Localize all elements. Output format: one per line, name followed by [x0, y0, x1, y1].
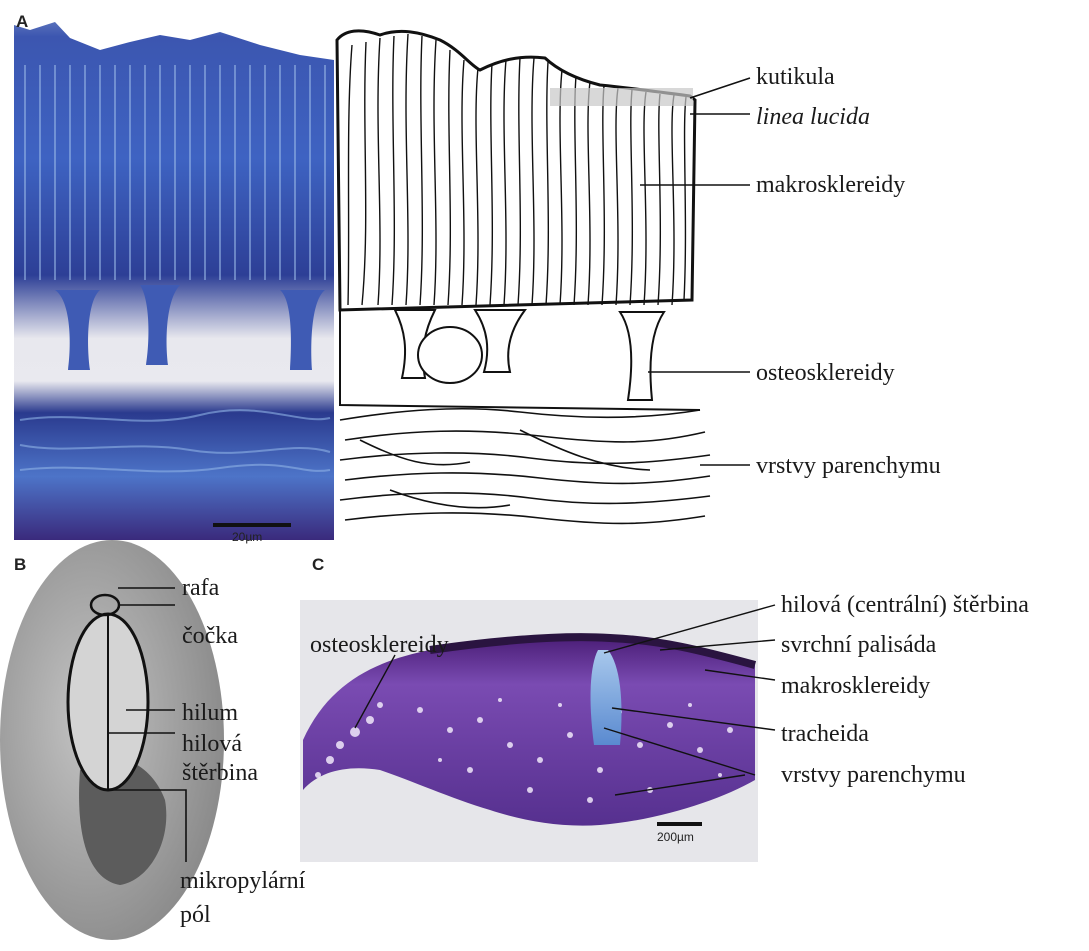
label-hilova-line1: hilová: [182, 731, 242, 757]
label-hilum: hilum: [182, 700, 238, 726]
label-rafa: rafa: [182, 575, 219, 601]
panel-c-letter: C: [312, 555, 324, 575]
label-makrosklereidy-a: makrosklereidy: [756, 172, 905, 198]
label-kutikula: kutikula: [756, 64, 835, 90]
label-osteosklereidy-c: osteosklereidy: [310, 632, 449, 658]
label-mikropylarni-line2: pól: [180, 902, 211, 928]
label-svrchni-palisada: svrchní palisáda: [781, 632, 936, 658]
panel-b-letter: B: [14, 555, 26, 575]
panel-a-micrograph: [14, 10, 334, 540]
label-osteosklereidy-a: osteosklereidy: [756, 360, 895, 386]
panel-a-scale-label: 20µm: [232, 530, 262, 544]
panel-c-scale-label: 200µm: [657, 830, 694, 844]
label-vrstvy-parenchymu-a: vrstvy parenchymu: [756, 453, 941, 479]
label-vrstvy-parenchymu-c: vrstvy parenchymu: [781, 762, 966, 788]
label-tracheida: tracheida: [781, 721, 869, 747]
label-makrosklereidy-c: makrosklereidy: [781, 673, 930, 699]
label-hilova-line2: štěrbina: [182, 760, 258, 786]
panel-a-drawing: [337, 31, 750, 524]
label-cocka: čočka: [182, 623, 238, 649]
label-hilova-centralni: hilová (centrální) štěrbina: [781, 592, 1029, 618]
label-mikropylarni-line1: mikropylární: [180, 868, 305, 894]
panel-a-letter: A: [16, 12, 28, 32]
label-linea-lucida: linea lucida: [756, 104, 870, 130]
